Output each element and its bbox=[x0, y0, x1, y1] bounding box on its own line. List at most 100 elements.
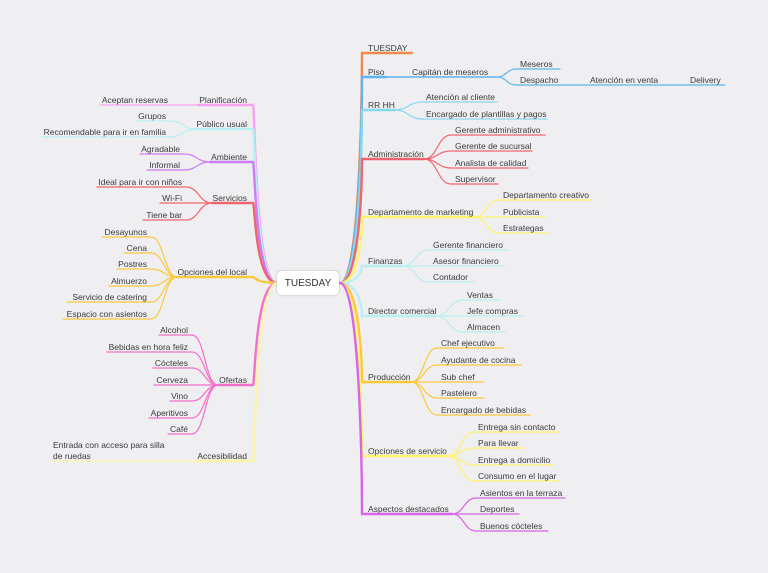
branch-edge bbox=[208, 160, 279, 285]
branch-edge bbox=[338, 157, 426, 285]
leaf-node[interactable]: Cócteles bbox=[155, 358, 188, 368]
leaf-node[interactable]: Para llevar bbox=[478, 438, 519, 448]
leaf-node[interactable]: Informal bbox=[149, 160, 180, 170]
leaf-edge bbox=[410, 364, 522, 383]
branch-node[interactable]: Opciones de servicio bbox=[368, 446, 447, 456]
central-topic[interactable]: TUESDAY bbox=[277, 271, 339, 295]
leaf-node[interactable]: Gerente de sucursal bbox=[455, 141, 532, 151]
leaf-node[interactable]: Supervisor bbox=[455, 174, 496, 184]
leaf-node[interactable]: Ayudante de cocina bbox=[441, 355, 516, 365]
leaf-node[interactable]: Asesor financiero bbox=[433, 256, 499, 266]
leaf-node[interactable]: Departamento creativo bbox=[503, 190, 589, 200]
leaf-node[interactable]: Agradable bbox=[141, 144, 180, 154]
branch-node[interactable]: Planificación bbox=[199, 95, 247, 105]
leaf-node[interactable]: Entrada con acceso para silla bbox=[53, 440, 165, 450]
leaf-node[interactable]: Asientos en la terraza bbox=[480, 488, 562, 498]
branch-node[interactable]: RR HH bbox=[368, 100, 395, 110]
leaf-edge bbox=[96, 186, 213, 204]
leaf-node[interactable]: Despacho bbox=[520, 75, 559, 85]
leaf-node[interactable]: Servicio de catering bbox=[72, 292, 147, 302]
leaf-node[interactable]: Entrega a domicilio bbox=[478, 455, 551, 465]
leaf-node[interactable]: Meseros bbox=[520, 59, 553, 69]
leaf-node[interactable]: Espacio con asientos bbox=[67, 309, 147, 319]
branch-edge bbox=[338, 281, 413, 384]
leaf-edge bbox=[423, 150, 533, 160]
leaf-node[interactable]: Contador bbox=[433, 272, 468, 282]
branch-node[interactable]: Finanzas bbox=[368, 256, 403, 266]
leaf-node[interactable]: Gerente financiero bbox=[433, 240, 503, 250]
leaf-node[interactable]: Encargado de plantillas y pagos bbox=[426, 109, 547, 119]
leaf-edge bbox=[410, 381, 531, 416]
leaf-node[interactable]: Gerente administrativo bbox=[455, 125, 541, 135]
branch-edge bbox=[216, 281, 279, 387]
leaf-node[interactable]: Alcohol bbox=[160, 325, 188, 335]
branch-edge bbox=[210, 201, 279, 285]
leaf-node[interactable]: Pastelero bbox=[441, 388, 477, 398]
branch-node[interactable]: Producción bbox=[368, 372, 411, 382]
leaf-node[interactable]: Café bbox=[170, 424, 188, 434]
leaf-node[interactable]: Almuerzo bbox=[111, 276, 147, 286]
branch-node[interactable]: Accesibilidad bbox=[197, 451, 247, 461]
branch-node[interactable]: Ofertas bbox=[219, 375, 247, 385]
leaf-edge bbox=[116, 268, 178, 278]
leaf-node[interactable]: Consumo en el lugar bbox=[478, 471, 557, 481]
branch-edge bbox=[338, 281, 438, 318]
leaf-node[interactable]: Grupos bbox=[138, 111, 166, 121]
leaf-node[interactable]: Chef ejecutivo bbox=[441, 338, 495, 348]
leaf-node[interactable]: Atención en venta bbox=[590, 75, 658, 85]
branch-node[interactable]: Ambiente bbox=[211, 152, 247, 162]
leaf-node[interactable]: Encargado de bebidas bbox=[441, 405, 526, 415]
leaf-node[interactable]: Cena bbox=[127, 243, 148, 253]
leaf-node[interactable]: Tiene bar bbox=[146, 210, 182, 220]
leaf-edge bbox=[435, 315, 506, 333]
branch-node[interactable]: TUESDAY bbox=[368, 43, 408, 53]
branch-node[interactable]: Director comercial bbox=[368, 306, 437, 316]
leaf-node[interactable]: Recomendable para ir en familia bbox=[44, 127, 167, 137]
leaf-node[interactable]: de ruedas bbox=[53, 451, 91, 461]
leaf-edge bbox=[401, 265, 475, 283]
leaf-node[interactable]: Buenos cócteles bbox=[480, 521, 542, 531]
branch-node[interactable]: Administración bbox=[368, 149, 424, 159]
branch-node[interactable]: Departamento de marketing bbox=[368, 207, 474, 217]
leaf-edge bbox=[447, 455, 561, 482]
leaf-node[interactable]: Deportes bbox=[480, 504, 515, 514]
leaf-node[interactable]: Aceptan reservas bbox=[102, 95, 168, 105]
leaf-node[interactable]: Analista de calidad bbox=[455, 158, 527, 168]
leaf-edge bbox=[62, 276, 178, 320]
branch-edge bbox=[338, 215, 476, 285]
leaf-edge bbox=[410, 347, 505, 383]
leaf-edge bbox=[394, 109, 548, 120]
leaf-edge bbox=[423, 158, 499, 185]
leaf-node[interactable]: Aperitivos bbox=[151, 408, 188, 418]
leaf-node[interactable]: Jefe compras bbox=[467, 306, 518, 316]
leaf-node[interactable]: Desayunos bbox=[104, 227, 147, 237]
leaf-node[interactable]: Delivery bbox=[690, 75, 721, 85]
leaf-edge bbox=[473, 216, 549, 234]
leaf-node[interactable]: Estrategas bbox=[503, 223, 544, 233]
leaf-node[interactable]: Sub chef bbox=[441, 372, 475, 382]
leaf-node[interactable]: Wi-Fi bbox=[162, 193, 182, 203]
branch-edge bbox=[195, 281, 279, 463]
leaf-node[interactable]: Postres bbox=[118, 259, 147, 269]
leaf-node[interactable]: Cerveza bbox=[156, 375, 188, 385]
leaf-node[interactable]: Bebidas en hora feliz bbox=[109, 342, 188, 352]
branch-node[interactable]: Piso bbox=[368, 67, 385, 77]
leaf-node[interactable]: Almacen bbox=[467, 322, 500, 332]
leaf-edge bbox=[142, 202, 213, 221]
branch-node[interactable]: Servicios bbox=[213, 193, 247, 203]
leaf-edge bbox=[496, 76, 569, 86]
branch-edge bbox=[338, 51, 414, 285]
branch-node[interactable]: Aspectos destacados bbox=[368, 504, 449, 514]
leaf-node[interactable]: Atención al cliente bbox=[426, 92, 495, 102]
leaf-node[interactable]: Ventas bbox=[467, 290, 493, 300]
leaf-node[interactable]: Entrega sin contacto bbox=[478, 422, 556, 432]
branch-node[interactable]: Público usual bbox=[196, 119, 247, 129]
branch-node[interactable]: Opciones del local bbox=[178, 267, 248, 277]
leaf-node[interactable]: Vino bbox=[171, 391, 188, 401]
leaf-node[interactable]: Ideal para ir con niños bbox=[98, 177, 182, 187]
subbranch-node[interactable]: Capitán de meseros bbox=[412, 67, 488, 77]
leaf-node[interactable]: Publicista bbox=[503, 207, 540, 217]
branch-edge bbox=[338, 264, 404, 285]
leaf-edge bbox=[152, 367, 219, 386]
